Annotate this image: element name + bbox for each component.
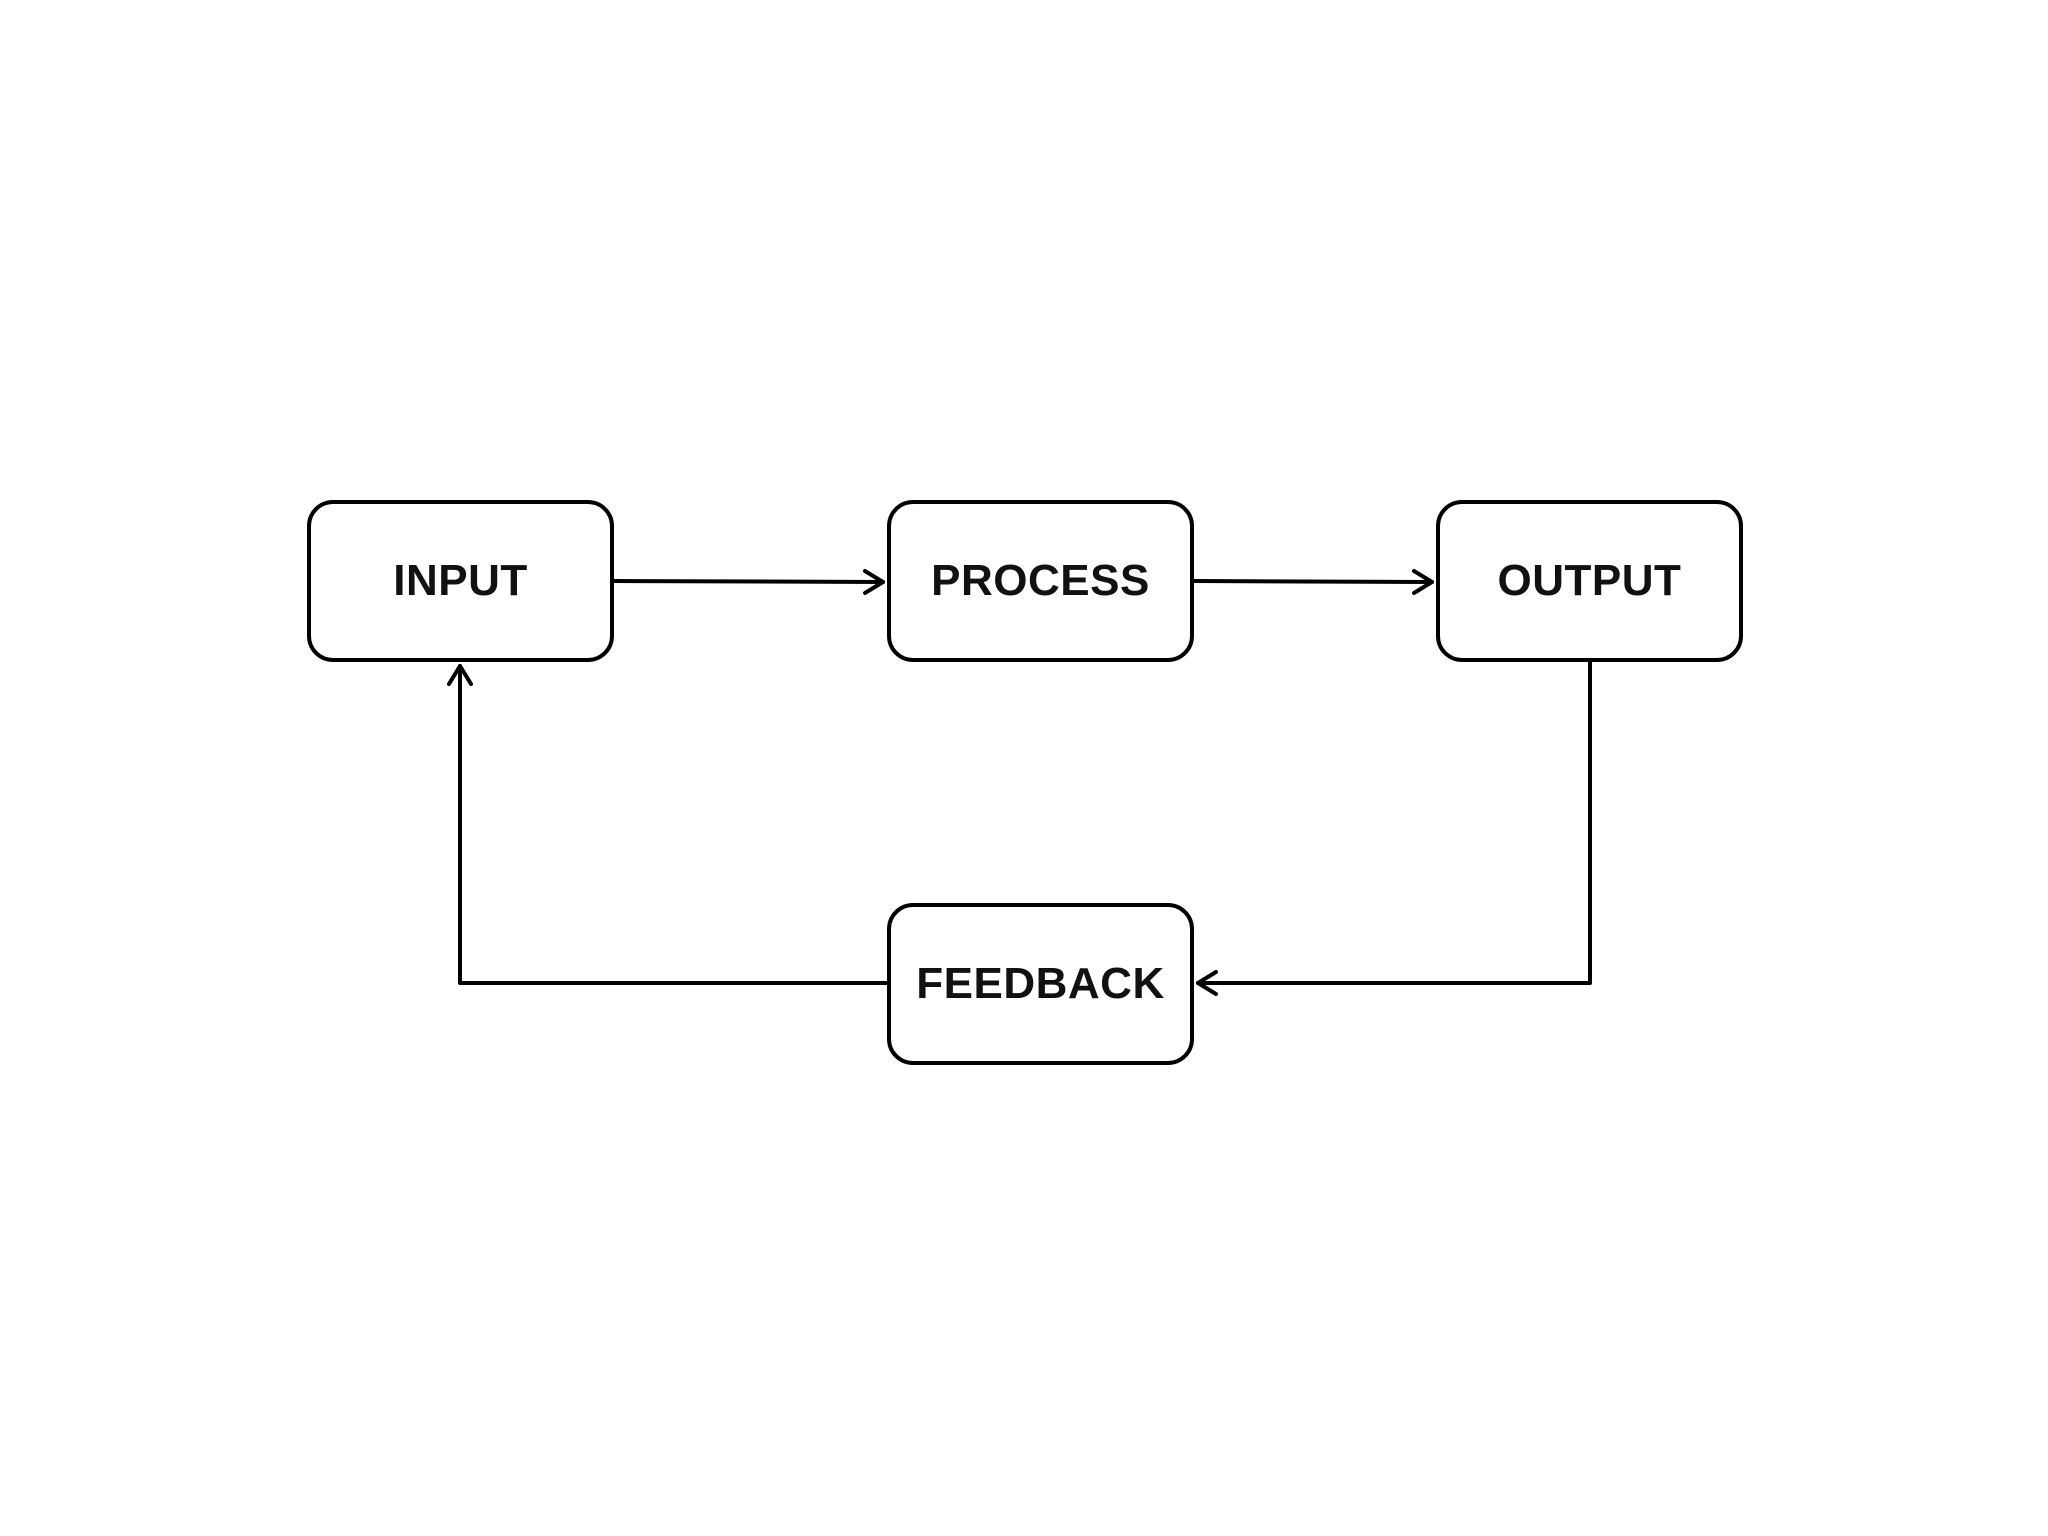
process-node: PROCESS: [887, 500, 1194, 662]
edge-input-to-process: [612, 569, 885, 595]
process-node-label: PROCESS: [931, 556, 1150, 605]
edge-feedback-to-input: [447, 664, 889, 985]
feedback-node: FEEDBACK: [887, 903, 1194, 1065]
output-node-label: OUTPUT: [1497, 556, 1682, 605]
input-node: INPUT: [307, 500, 614, 662]
output-node: OUTPUT: [1436, 500, 1743, 662]
edge-output-to-feedback: [1196, 660, 1592, 996]
feedback-node-label: FEEDBACK: [916, 959, 1165, 1008]
edge-process-to-output: [1192, 569, 1434, 595]
input-node-label: INPUT: [393, 556, 528, 605]
